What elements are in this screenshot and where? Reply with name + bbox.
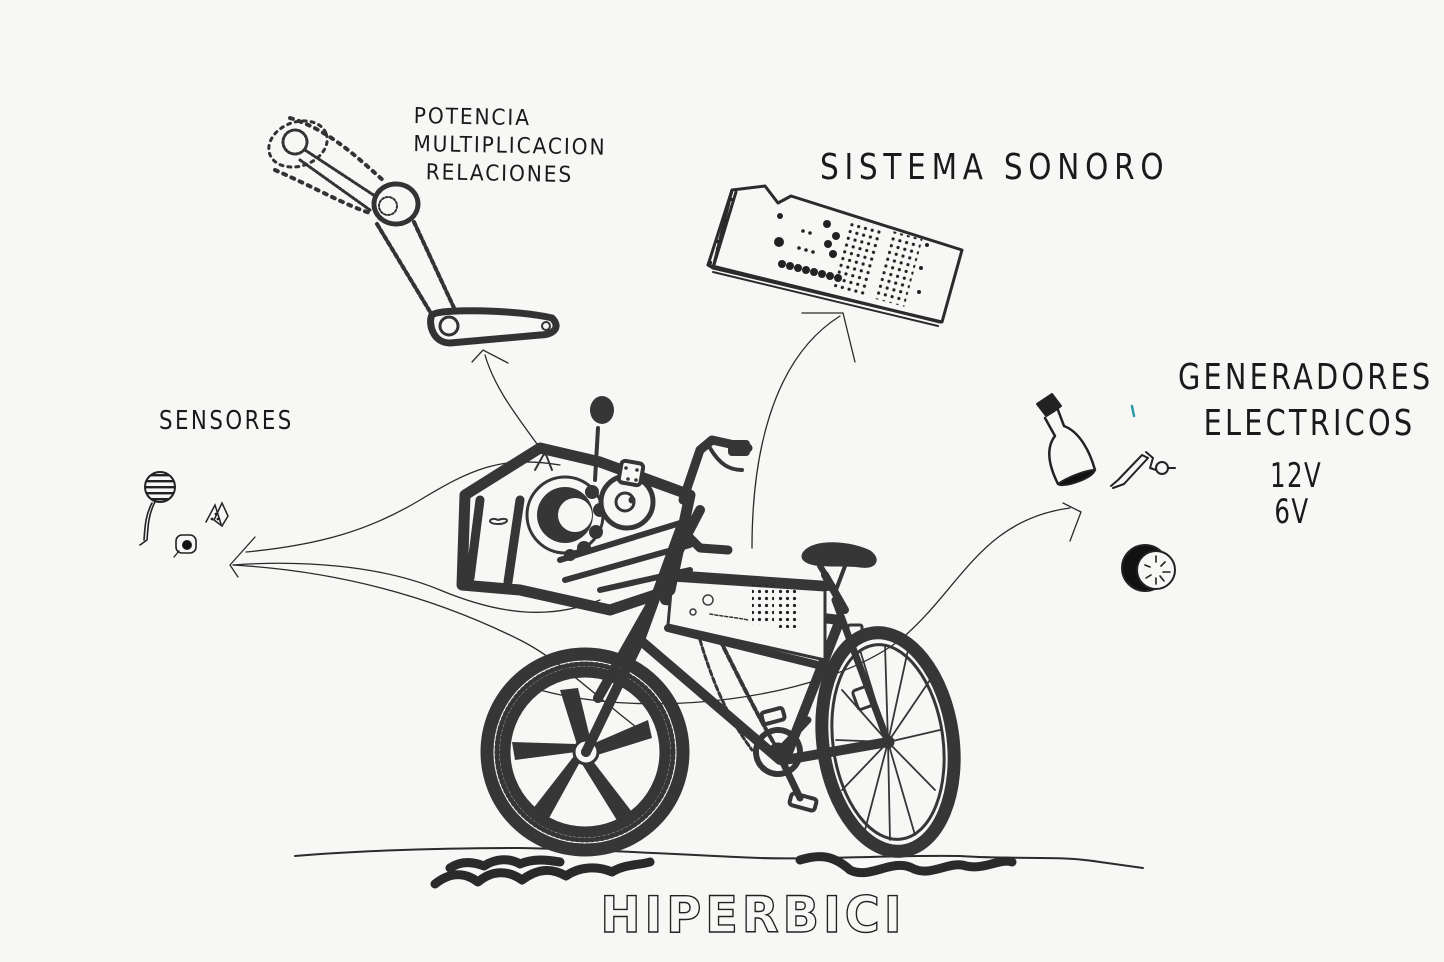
label-line: GENERADORES	[1178, 357, 1434, 398]
front-basket-with-gears	[456, 442, 696, 616]
microphone-sensor-icon	[139, 471, 176, 546]
crank-chain-icon	[267, 116, 560, 347]
triangle-sensor-icon	[205, 501, 229, 528]
ground-smudges	[430, 852, 1017, 889]
label-voltages: 12V 6V	[1270, 458, 1322, 530]
synth-box-icon	[706, 184, 964, 327]
label-line: MULTIPLICACION	[413, 131, 607, 161]
cargo-bicycle	[430, 396, 1017, 889]
saddle	[801, 542, 877, 711]
small-gear	[598, 458, 656, 531]
ground-line	[294, 846, 1144, 869]
label-generadores-electricos: GENERADORES ELECTRICOS	[1178, 355, 1433, 447]
page-title-hiperbici: HIPERBICI	[600, 886, 906, 944]
chain	[718, 638, 777, 747]
label-line: POTENCIA	[413, 103, 532, 132]
label-sensores: SENSORES	[159, 406, 294, 436]
sensors-group	[139, 471, 229, 558]
teal-accent-stroke	[1130, 404, 1136, 418]
wheel-generator-icon	[1121, 544, 1176, 592]
connector-arrows	[229, 312, 1144, 869]
arrow-to-generators-head	[1062, 502, 1082, 542]
eye-sensor-icon	[173, 534, 197, 558]
hub-dynamo-icon	[1110, 451, 1176, 489]
chain-2	[698, 638, 754, 752]
dynamo-bottle-icon	[1036, 393, 1097, 487]
voltage-12v: 12V	[1270, 456, 1323, 496]
front-wheel	[480, 647, 690, 857]
arrow-to-crank-head	[471, 349, 509, 364]
pedals	[753, 706, 819, 813]
label-line: RELACIONES	[425, 160, 574, 189]
label-line: ELECTRICOS	[1203, 403, 1416, 444]
mic-on-stalk	[590, 396, 614, 482]
arrow-to-synth-head	[801, 312, 856, 363]
frame-mounted-synth-panel	[664, 570, 834, 672]
arrow-to-sensors-head	[229, 536, 256, 578]
generators-group	[1036, 393, 1176, 592]
label-potencia-multiplicacion-relaciones: POTENCIA MULTIPLICACION RELACIONES	[413, 103, 607, 191]
arrow-to-sensors-lower	[232, 562, 601, 613]
voltage-6v: 6V	[1274, 492, 1310, 532]
arrow-to-crank	[484, 354, 546, 456]
label-sistema-sonoro: SISTEMA SONORO	[820, 147, 1170, 188]
arrow-to-synth	[751, 315, 841, 549]
